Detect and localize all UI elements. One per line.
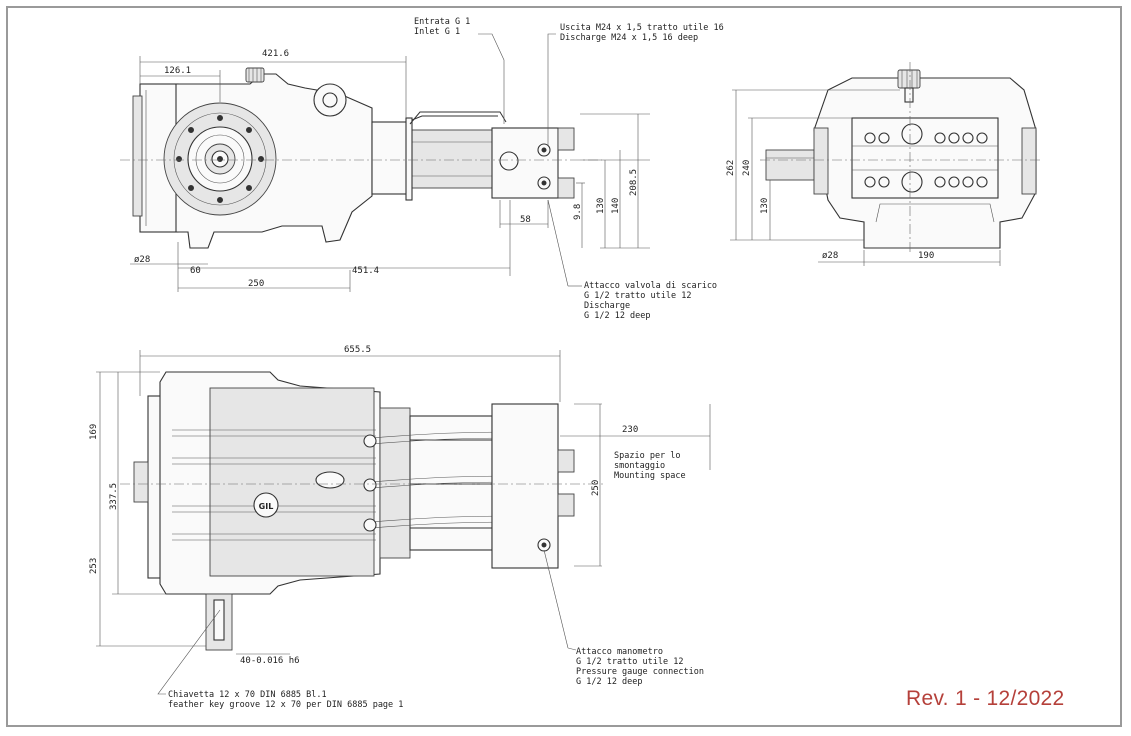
valve-label-4: G 1/2 12 deep bbox=[584, 311, 651, 321]
valve-label-3: Discharge bbox=[584, 301, 630, 311]
dim-262: 262 bbox=[726, 160, 736, 176]
dim-60: 60 bbox=[190, 266, 201, 276]
gil-logo bbox=[253, 492, 279, 518]
discharge-label-en: Discharge M24 x 1,5 16 deep bbox=[560, 33, 698, 43]
revision-label: Rev. 1 - 12/2022 bbox=[906, 687, 1065, 710]
valve-label-1: Attacco valvola di scarico bbox=[584, 281, 717, 291]
front-port-circles bbox=[864, 123, 988, 193]
dim-337: 337.5 bbox=[109, 483, 119, 510]
dim-451: 451.4 bbox=[352, 266, 379, 276]
dim-28-side: ø28 bbox=[134, 255, 150, 265]
valve-label-2: G 1/2 tratto utile 12 bbox=[584, 291, 691, 301]
gauge-label-1: Attacco manometro bbox=[576, 647, 663, 657]
dim-250-side: 250 bbox=[248, 279, 264, 289]
dim-421: 421.6 bbox=[262, 49, 289, 59]
dim-253: 253 bbox=[89, 558, 99, 574]
gil-logo-text: GIL bbox=[259, 502, 274, 511]
dim-130-side: 130 bbox=[596, 198, 606, 214]
dim-40-h6: 40-0.016 h6 bbox=[240, 656, 300, 666]
dim-130-front: 130 bbox=[760, 198, 770, 214]
key-label-1: Chiavetta 12 x 70 DIN 6885 Bl.1 bbox=[168, 690, 327, 700]
dim-208: 208.5 bbox=[629, 169, 639, 196]
dim-230: 230 bbox=[622, 425, 638, 435]
front-view bbox=[730, 62, 1040, 266]
mounting-label-2: smontaggio bbox=[614, 461, 665, 471]
front-manifold bbox=[851, 117, 999, 199]
dim-250-top: 250 bbox=[591, 480, 601, 496]
dim-169: 169 bbox=[89, 424, 99, 440]
gauge-label-3: Pressure gauge connection bbox=[576, 667, 704, 677]
dim-58: 58 bbox=[520, 215, 531, 225]
key-label-2: feather key groove 12 x 70 per DIN 6885 … bbox=[168, 700, 403, 710]
mounting-label-1: Spazio per lo bbox=[614, 451, 681, 461]
dim-140: 140 bbox=[611, 198, 621, 214]
dim-126: 126.1 bbox=[164, 66, 191, 76]
discharge-label-it: Uscita M24 x 1,5 tratto utile 16 bbox=[560, 23, 724, 33]
dim-655: 655.5 bbox=[344, 345, 371, 355]
dim-28-front: ø28 bbox=[822, 251, 838, 261]
top-view: GIL bbox=[96, 350, 711, 695]
side-view bbox=[120, 33, 650, 292]
gauge-label-2: G 1/2 tratto utile 12 bbox=[576, 657, 683, 667]
mounting-label-3: Mounting space bbox=[614, 471, 686, 481]
dim-98: 9.8 bbox=[573, 204, 583, 220]
dim-190: 190 bbox=[918, 251, 934, 261]
gauge-label-4: G 1/2 12 deep bbox=[576, 677, 643, 687]
dim-240: 240 bbox=[742, 160, 752, 176]
inlet-label-en: Inlet G 1 bbox=[414, 27, 460, 37]
inlet-label-it: Entrata G 1 bbox=[414, 17, 470, 27]
front-shaft bbox=[765, 149, 815, 181]
